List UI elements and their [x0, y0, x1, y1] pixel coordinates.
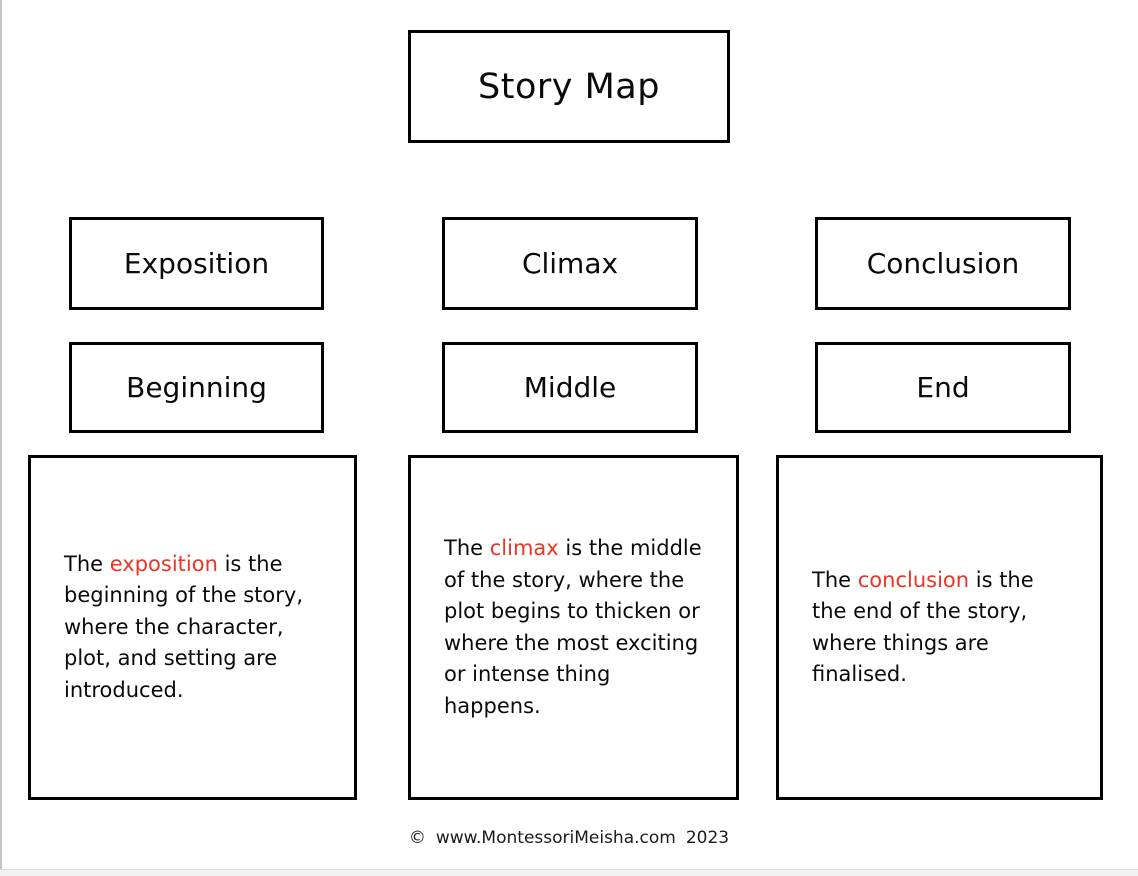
- highlighted-word: climax: [489, 536, 559, 560]
- term-box-climax: Climax: [442, 217, 698, 310]
- term-box-exposition: Exposition: [69, 217, 324, 310]
- copyright-icon: ©: [408, 828, 426, 848]
- description-text: The climax is the middle of the story, w…: [444, 536, 702, 718]
- bottom-edge-bar: [0, 869, 1138, 876]
- page-title: Story Map: [478, 66, 660, 107]
- highlighted-word: exposition: [109, 551, 218, 576]
- stage-box-end: End: [815, 342, 1071, 433]
- stage-label: End: [916, 371, 970, 404]
- stage-label: Beginning: [126, 371, 267, 404]
- description-text: The conclusion is the the end of the sto…: [812, 567, 1034, 687]
- term-box-conclusion: Conclusion: [815, 217, 1071, 310]
- stage-box-middle: Middle: [442, 342, 698, 433]
- description-text: The exposition is the beginning of the s…: [64, 551, 303, 702]
- term-label: Exposition: [123, 247, 270, 280]
- stage-label: Middle: [523, 371, 617, 404]
- term-label: Conclusion: [866, 247, 1020, 280]
- footer-credit: © www.MontessoriMeisha.com 2023: [0, 828, 1138, 848]
- footer-site: www.MontessoriMeisha.com: [435, 828, 676, 848]
- description-box-exposition: The exposition is the beginning of the s…: [28, 455, 357, 800]
- term-label: Climax: [521, 247, 619, 280]
- highlighted-word: conclusion: [857, 567, 970, 592]
- footer-year: 2023: [685, 828, 730, 848]
- description-box-conclusion: The conclusion is the the end of the sto…: [776, 455, 1103, 800]
- stage-box-beginning: Beginning: [69, 342, 324, 433]
- description-box-climax: The climax is the middle of the story, w…: [408, 455, 739, 800]
- page-left-edge-line: [0, 0, 2, 876]
- title-box: Story Map: [408, 30, 730, 143]
